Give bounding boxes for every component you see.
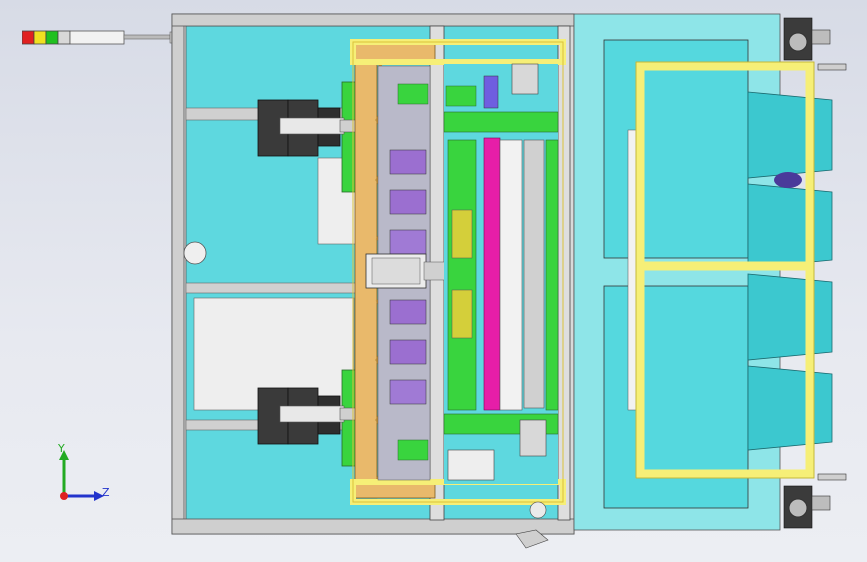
cylinder-bottom bbox=[257, 387, 361, 445]
coordinate-triad-icon bbox=[59, 450, 104, 501]
right-cabinet bbox=[573, 13, 781, 531]
side-plates bbox=[341, 81, 359, 467]
cylinder-top bbox=[257, 99, 361, 157]
yellow-frame-right bbox=[635, 61, 815, 479]
axis-z-label: Z bbox=[102, 486, 110, 499]
mechanism-detail bbox=[365, 65, 455, 481]
axis-y-label: Y bbox=[58, 442, 65, 455]
roller-section bbox=[443, 63, 559, 549]
yellow-frame-left bbox=[350, 39, 566, 505]
casters bbox=[783, 17, 847, 529]
